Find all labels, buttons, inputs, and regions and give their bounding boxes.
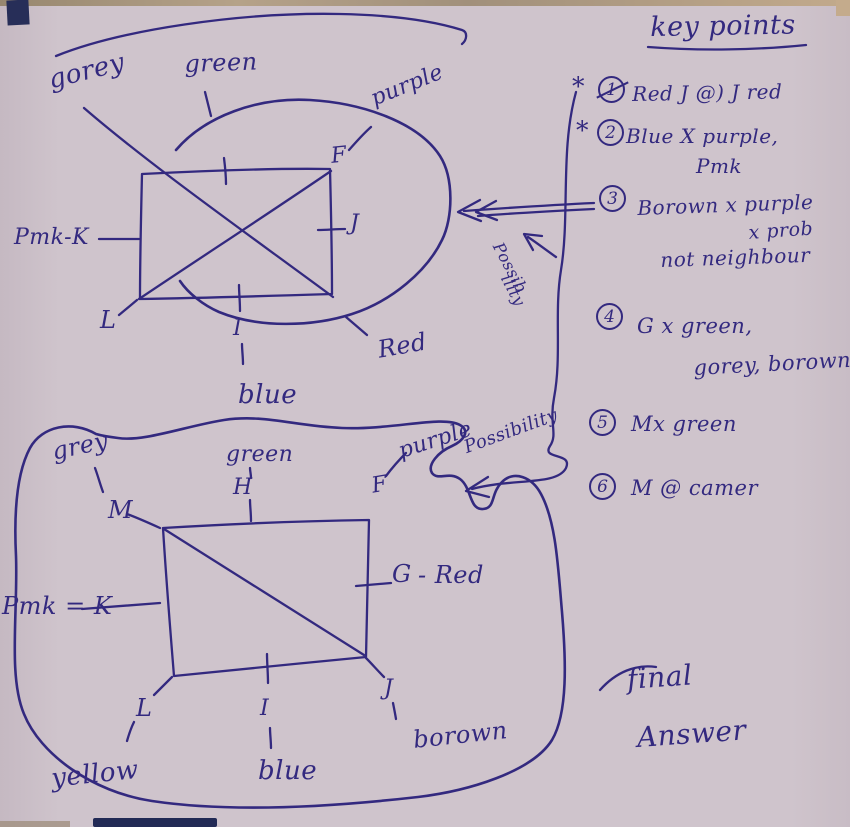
kp3-text-line3: not neighbour [659,242,811,272]
d2-label-red: - Red [418,561,484,589]
d1-diagonal-2 [137,169,333,301]
d2-label-j: J [384,676,394,701]
kp1-text: Red J @) J red [631,79,783,106]
arrow3-head [464,475,491,499]
kp5-text: Mx green [631,412,737,436]
d1-label-green: green [183,47,259,78]
heading-underline [646,43,808,51]
kp4-number-badge: 4 [596,303,623,330]
kp3-text-line1: Borown x purple [636,189,814,220]
final-answer-line-2: Answer [635,713,748,754]
photo-corner-top-right [836,0,850,16]
d2-label-green: green [226,442,294,467]
d2-label-pink-k: Pmk = K [2,592,113,620]
kp1-star-marker: * [572,72,585,101]
d2-br-tick [364,656,386,679]
d2-label-h: H [233,475,253,500]
d2-j-tick [391,701,398,721]
d2-label-m: M [108,496,134,524]
kp3-number-badge: 3 [599,185,626,212]
d1-label-l: L [100,306,117,334]
d1-f-purple-tick [347,125,373,152]
long-connector-curve [470,90,578,491]
d2-label-l: L [136,694,153,722]
d2-diagonal [162,527,366,657]
d1-i-tick [240,342,245,366]
d2-blob [13,417,567,809]
d1-diagonal-grey [82,106,335,299]
d2-left-tick [80,601,162,611]
top-arc-stroke [54,12,468,58]
d2-f-purple-tick [384,451,408,478]
photo-bottom-strip [93,818,217,827]
arrow1-shaft-2 [476,207,596,218]
d2-label-g: G [392,560,412,588]
d1-red-tick [344,315,369,337]
d2-bottom-tick [265,652,270,685]
final-answer-line-1: final [625,658,694,696]
arrow1-head-2 [474,199,499,222]
d2-green-tick [248,466,253,480]
d2-l-tick [125,720,136,743]
d2-label-i: I [260,696,270,721]
photo-top-edge [0,0,850,6]
d1-green-tick [203,90,213,118]
d1-rectangle [138,167,334,301]
d2-right-tick [354,581,393,588]
kp6-number-badge: 6 [589,473,616,500]
d1-bottom-tick [237,283,242,313]
arrow1-head [456,198,483,223]
kp4-text-line1: G x green, [637,314,753,338]
d1-blob [174,98,452,326]
key-points-heading: key points [649,9,796,43]
kp3-text-line2: x prob [747,217,814,244]
d2-bl-tick [152,675,174,697]
arrow2-shaft [526,235,558,259]
kp2-text-line2: Pmk [696,154,743,178]
d1-label-f: F [329,142,349,169]
d1-label-pink-k: Pmk-K [14,225,89,250]
kp2-star-marker: * [576,116,589,145]
d2-h-tick [248,498,253,523]
kp2-text-line1: Blue X purple, [626,124,779,148]
d1-top-tick [222,156,228,186]
arrow2-head [522,232,544,252]
d1-right-tick [316,227,347,232]
kp6-text: M @ camer [631,476,759,500]
kp1-number-badge: 1 [598,76,625,103]
d2-grey-tick [93,466,105,494]
d1-l-tick [117,298,139,317]
kp2-number-badge: 2 [597,119,624,146]
d1-label-i: I [233,316,243,341]
d2-m-tick [125,512,162,530]
d2-i-tick [268,726,273,750]
d1-label-j: J [350,211,360,236]
d2-label-blue: blue [258,756,318,786]
photo-bottom-left-smudge [0,821,70,827]
d2-rectangle [161,518,371,678]
d1-label-blue: blue [238,380,298,410]
final-flourish [598,665,658,692]
d2-label-f: F [369,471,390,499]
kp5-number-badge: 5 [589,409,616,436]
